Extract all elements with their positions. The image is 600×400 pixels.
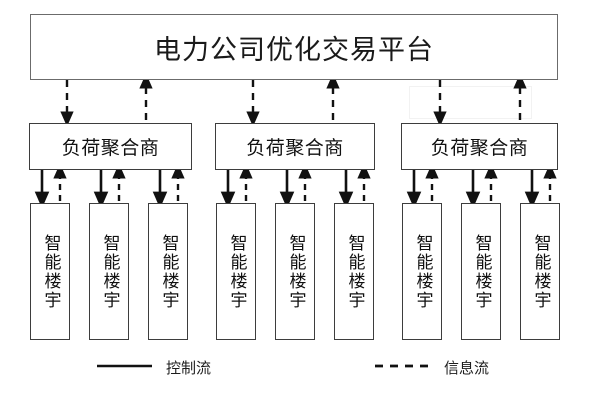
aggregator-label: 负荷聚合商: [430, 137, 529, 159]
building-box-2[interactable]: 智能楼宇: [89, 203, 129, 340]
building-label: 智能楼宇: [471, 233, 492, 310]
platform-label: 电力公司优化交易平台: [154, 34, 434, 66]
legend-information-flow-label: 信息流: [444, 359, 490, 377]
building-box-1[interactable]: 智能楼宇: [30, 203, 70, 340]
building-label: 智能楼宇: [412, 233, 433, 310]
aggregator-box-3[interactable]: 负荷聚合商: [401, 123, 558, 170]
building-label: 智能楼宇: [40, 233, 61, 310]
aggregator-box-2[interactable]: 负荷聚合商: [215, 123, 375, 170]
building-box-5[interactable]: 智能楼宇: [275, 203, 315, 340]
aggregator-to-building-arrows: [34, 163, 557, 209]
platform-to-aggregator-arrows: [60, 73, 527, 127]
aggregator-box-1[interactable]: 负荷聚合商: [29, 123, 192, 170]
building-box-8[interactable]: 智能楼宇: [461, 203, 501, 340]
building-box-7[interactable]: 智能楼宇: [402, 203, 442, 340]
platform-box[interactable]: 电力公司优化交易平台: [30, 14, 558, 80]
building-label: 智能楼宇: [99, 233, 120, 310]
building-label: 智能楼宇: [158, 233, 179, 310]
building-box-6[interactable]: 智能楼宇: [334, 203, 374, 340]
building-label: 智能楼宇: [285, 233, 306, 310]
aggregator-label: 负荷聚合商: [61, 137, 160, 159]
building-box-9[interactable]: 智能楼宇: [520, 203, 560, 340]
building-box-3[interactable]: 智能楼宇: [148, 203, 188, 340]
building-label: 智能楼宇: [344, 233, 365, 310]
building-label: 智能楼宇: [530, 233, 551, 310]
legend-control-flow-label: 控制流: [166, 359, 212, 377]
building-box-4[interactable]: 智能楼宇: [216, 203, 256, 340]
aggregator-label: 负荷聚合商: [246, 137, 344, 159]
building-label: 智能楼宇: [226, 233, 247, 310]
